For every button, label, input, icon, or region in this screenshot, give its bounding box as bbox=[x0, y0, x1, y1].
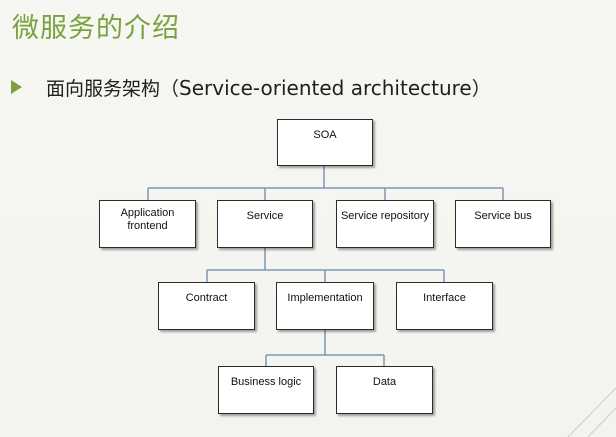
bullet-point: 面向服务架构（Service-oriented architecture） bbox=[11, 74, 491, 100]
node-service-bus: Service bus bbox=[455, 200, 551, 248]
node-business-logic: Business logic bbox=[218, 366, 314, 414]
node-soa: SOA bbox=[277, 119, 373, 166]
node-data: Data bbox=[336, 366, 433, 414]
node-implementation: Implementation bbox=[276, 282, 374, 330]
bullet-text-cn: 面向服务架构（ bbox=[46, 77, 180, 100]
node-application-frontend: Application frontend bbox=[99, 200, 196, 248]
node-contract: Contract bbox=[158, 282, 255, 330]
node-service-repository: Service repository bbox=[336, 200, 434, 248]
node-service: Service bbox=[217, 200, 313, 248]
bullet-text: 面向服务架构（Service-oriented architecture） bbox=[46, 74, 491, 101]
node-interface: Interface bbox=[396, 282, 493, 330]
slide-title: 微服务的介绍 bbox=[12, 13, 180, 44]
corner-decoration bbox=[567, 387, 616, 437]
bullet-text-close: ） bbox=[471, 77, 491, 100]
bullet-text-en: Service-oriented architecture bbox=[179, 75, 472, 100]
triangle-bullet-icon bbox=[11, 80, 22, 94]
